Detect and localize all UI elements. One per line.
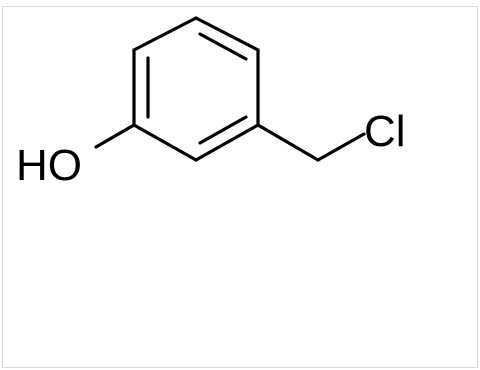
bond-methylene-to-chlorine [316, 132, 366, 162]
ring-bond-bottom-right [194, 123, 260, 162]
ring-double-bond-inner-top [198, 32, 248, 61]
bond-ring-to-methylene [256, 123, 320, 162]
bond-ring-to-hydroxyl [94, 123, 136, 149]
ring-bond-top-right [194, 16, 260, 52]
ring-bond-bottom-left [132, 123, 198, 162]
ring-double-bond-inner-bottom [198, 115, 248, 145]
hydroxyl-label: HO [16, 141, 82, 190]
structure-frame [2, 6, 478, 368]
ring-bond-top-left [132, 16, 198, 52]
chlorine-label: Cl [364, 107, 406, 156]
